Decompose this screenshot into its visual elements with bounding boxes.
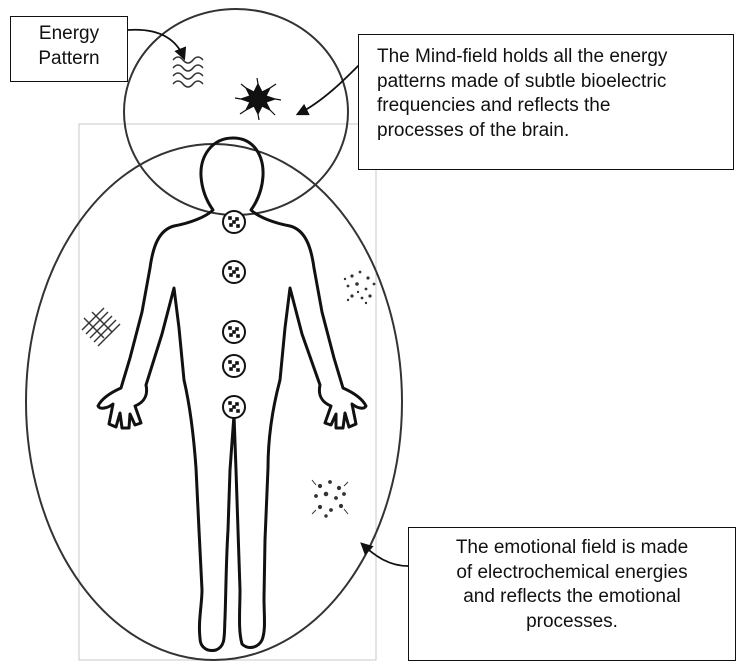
chakra-dot (236, 368, 240, 372)
energy-pattern-dotted-right (344, 271, 376, 305)
energy-pattern-burst-dark (235, 78, 281, 120)
chakra-dot (232, 405, 236, 409)
chakra-dot (232, 220, 236, 224)
energy-pattern-squiggle (173, 57, 203, 87)
chakra-dot (228, 266, 232, 270)
energy-pattern-label-box: Energy Pattern (10, 16, 128, 82)
chakra-dot (232, 330, 236, 334)
emotional-field-label-line: of electrochemical energies (409, 561, 735, 586)
mind-field-label-line: frequencies and reflects the (377, 94, 725, 119)
emotional-field-label-line: processes. (409, 610, 735, 635)
emotional-field-label-line: The emotional field is made (409, 536, 735, 561)
mind-field-label-line: processes of the brain. (377, 119, 725, 144)
mind-field-label-line: The Mind-field holds all the energy (377, 45, 725, 70)
chakra-group (223, 211, 245, 418)
mind-field-label-line: patterns made of subtle bioelectric (377, 70, 725, 95)
emotional-field-label-box: The emotional field is made of electroch… (408, 527, 736, 661)
chakra-dot (236, 334, 240, 338)
chakra-dot (228, 401, 232, 405)
chakra-dot (236, 224, 240, 228)
energy-pattern-hatched (82, 308, 120, 346)
emotional-field-label-line: and reflects the emotional (409, 585, 735, 610)
energy-pattern-label-line: Energy (11, 22, 127, 47)
energy-pattern-arrow (128, 30, 184, 58)
chakra-dot (228, 326, 232, 330)
chakra-dot (232, 364, 236, 368)
chakra-dot (232, 270, 236, 274)
energy-pattern-label-line: Pattern (11, 47, 127, 72)
emotional-field-ellipse (26, 144, 402, 660)
mind-field-label-box: The Mind-field holds all the energy patt… (358, 34, 734, 170)
chakra-dot (236, 409, 240, 413)
energy-pattern-dotted-lower (312, 480, 348, 517)
chakra-dot (228, 360, 232, 364)
chakra-dot (228, 216, 232, 220)
chakra-dot (236, 274, 240, 278)
